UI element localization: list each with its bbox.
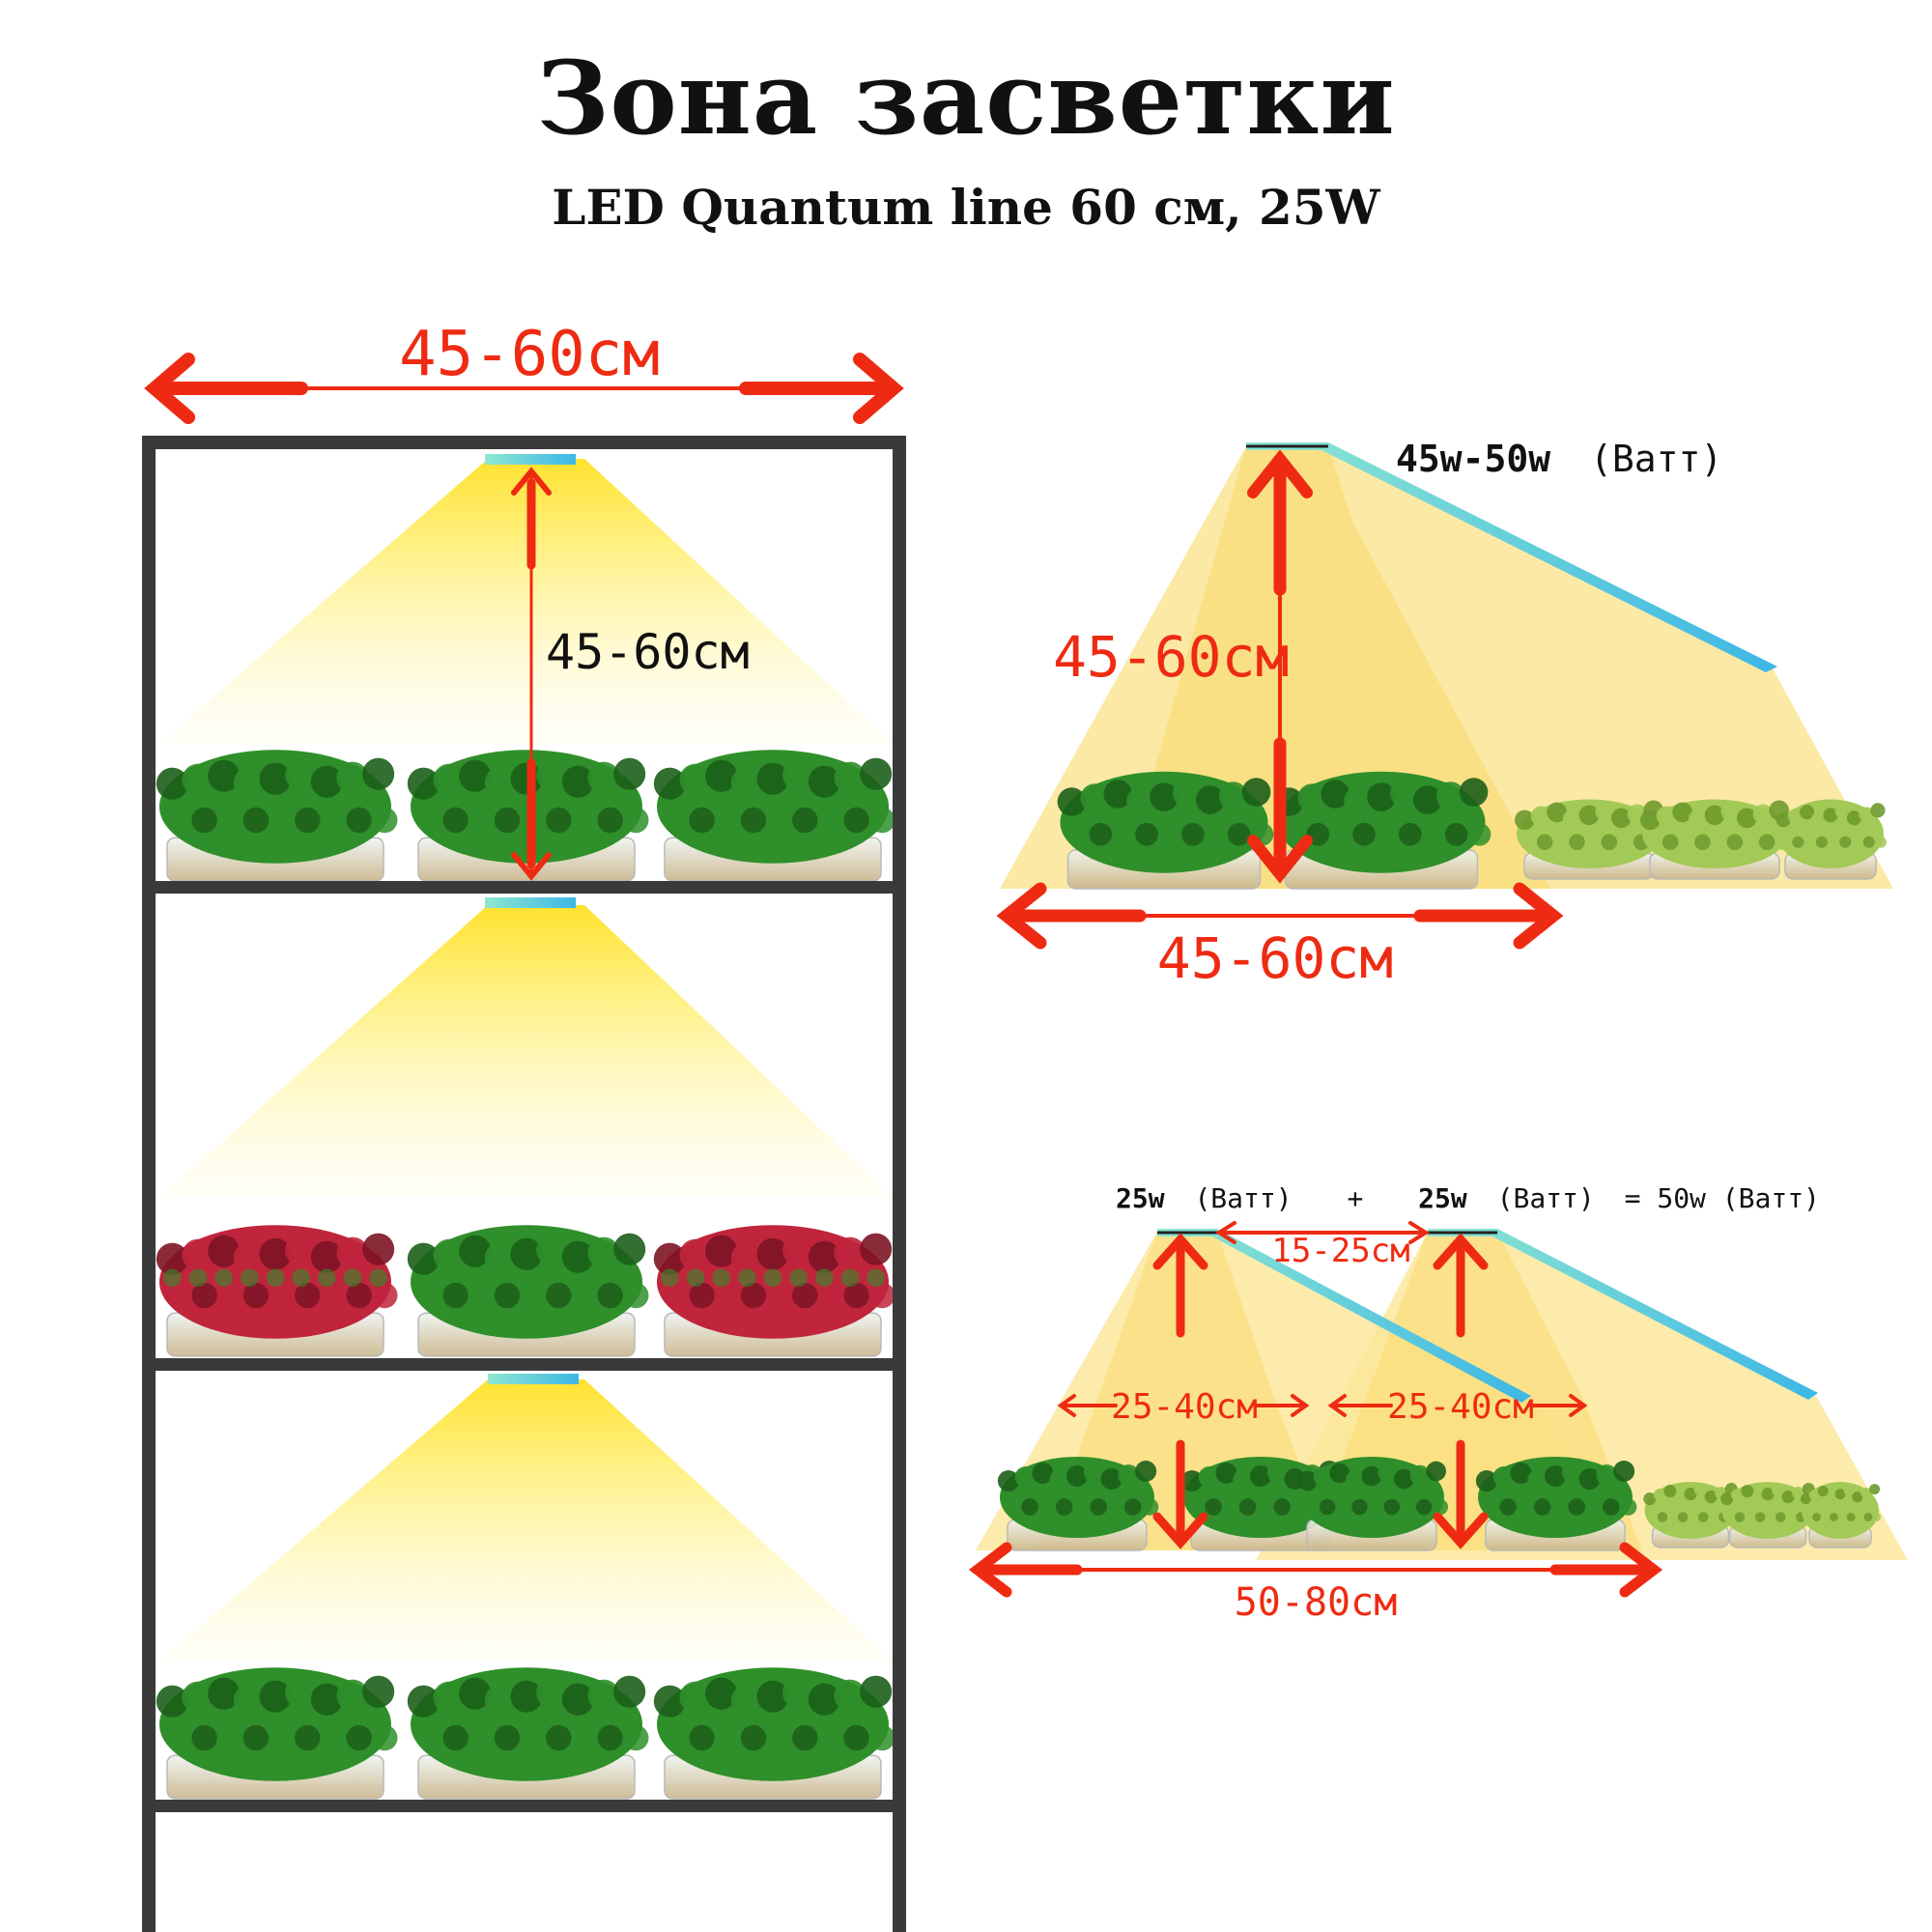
page-subtitle: LED Quantum line 60 см, 25W: [552, 179, 1380, 236]
light-beam: [159, 459, 894, 744]
total-width-label: 50-80см: [1235, 1580, 1398, 1625]
microgreens-tray: [407, 1667, 649, 1800]
microgreens-tray: [653, 1225, 895, 1357]
microgreens-tray: [1297, 1457, 1449, 1551]
shelf-width-label: 45-60см: [399, 319, 660, 390]
double-power-label: 25w (Ватт) + 25w (Ватт) = 50w (Ватт): [1116, 1182, 1820, 1214]
double-lamp-diagram: 25w (Ватт) + 25w (Ватт) = 50w (Ватт) 15-…: [968, 1182, 1908, 1625]
microgreens-tray: [653, 1667, 895, 1800]
microgreens-tray: [1274, 771, 1492, 890]
led-panel: [1157, 1229, 1531, 1403]
shelf-board: [149, 881, 899, 894]
microgreens-tray: [1640, 799, 1792, 880]
single-power-label: 45w-50w (Ватт): [1396, 438, 1722, 480]
shelf-diagram: 45-60см 45-60см: [142, 319, 906, 1932]
lamp-strip: [485, 897, 576, 908]
microgreens-tray: [1057, 771, 1274, 890]
microgreens-tray: [1720, 1482, 1817, 1548]
microgreens-tray: [407, 1225, 649, 1357]
width-arrow: [144, 353, 904, 424]
double-height-arrows: [1152, 1233, 1489, 1549]
microgreens-tray: [1643, 1482, 1740, 1548]
microgreens-tray: [156, 750, 398, 882]
lamp1-power: 25w: [1116, 1182, 1165, 1214]
coverage-arrows: [1057, 1394, 1588, 1417]
lamp-strip: [488, 1374, 579, 1384]
microgreens-tray: [653, 750, 895, 882]
gap-arrow: [1215, 1221, 1430, 1244]
single-power-unit: (Ватт): [1590, 438, 1722, 480]
microgreens-tray: [997, 1457, 1159, 1551]
shelf-frame: [142, 436, 906, 1932]
microgreens-tray: [407, 750, 649, 882]
shelf-board: [149, 1358, 899, 1371]
lamp2-power: 25w: [1418, 1182, 1467, 1214]
total-width-arrow: [968, 1542, 1663, 1598]
single-height-arrow: [1247, 449, 1313, 884]
single-width-arrow: [996, 882, 1564, 950]
light-zone-core: [1121, 446, 1550, 889]
microgreens-tray: [156, 1225, 398, 1357]
microgreens-tray: [1515, 799, 1666, 880]
gap-label: 15-25см: [1271, 1232, 1409, 1270]
single-lamp-diagram: 45w-50w (Ватт) 45-60см 45-60см: [996, 438, 1893, 991]
lamp2-unit: (Ватт): [1497, 1182, 1595, 1214]
microgreens-tray: [156, 1667, 398, 1800]
page-title: Зона засветки: [536, 39, 1396, 157]
led-panel: [1428, 1229, 1818, 1400]
height-arrow: [511, 467, 552, 881]
shelf-height-label: 45-60см: [546, 624, 750, 680]
light-beam: [159, 1379, 894, 1662]
coverage-right-label: 25-40см: [1387, 1387, 1534, 1427]
coverage-left-label: 25-40см: [1111, 1387, 1258, 1427]
single-power-strong: 45w-50w: [1396, 438, 1550, 480]
light-beam: [159, 905, 894, 1198]
plus-sign: +: [1347, 1182, 1363, 1214]
shelf-board: [149, 1800, 899, 1812]
microgreens-tray: [1800, 1482, 1882, 1548]
total-power: = 50w (Ватт): [1625, 1182, 1820, 1214]
microgreens-tray: [1776, 799, 1887, 880]
single-height-label: 45-60см: [1053, 624, 1289, 690]
led-panel: [1246, 442, 1777, 672]
microgreens-tray: [1475, 1457, 1637, 1551]
single-width-label: 45-60см: [1157, 925, 1393, 991]
lamp1-unit: (Ватт): [1194, 1182, 1292, 1214]
lamp-strip: [485, 454, 576, 465]
